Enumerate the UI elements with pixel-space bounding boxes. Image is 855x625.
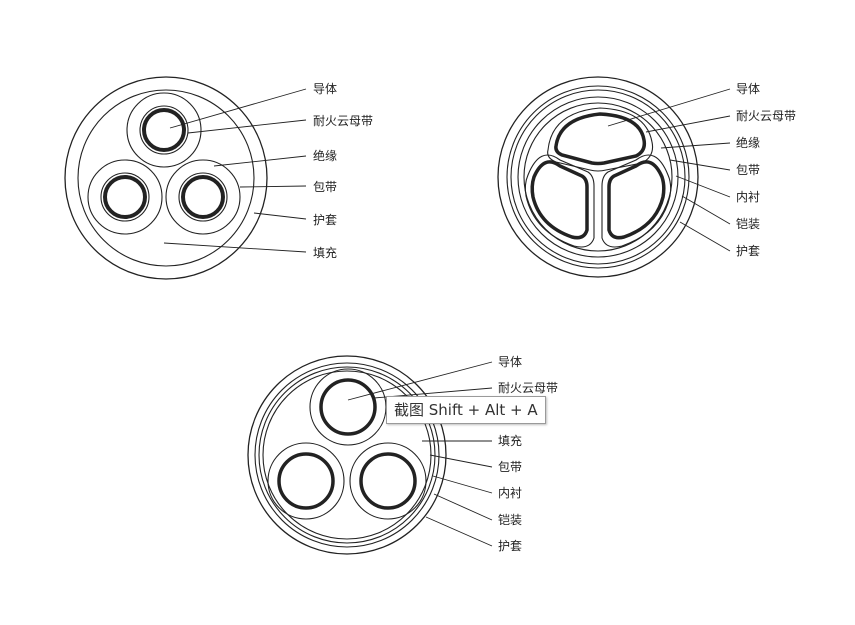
label-sheath: 护套 [498,539,522,553]
core-conductor-right [181,175,225,219]
labels-diagram-1: 导体 耐火云母带 绝缘 包带 护套 填充 [313,82,373,260]
outer-sheath-ring [247,355,447,555]
sector-insulation-right [601,154,672,248]
leader-line [681,195,731,225]
core-insulation-left [87,159,163,235]
cable-diagram-2 [497,76,731,278]
label-conductor: 导体 [498,355,522,369]
core-conductor-top [319,378,377,436]
core-conductor-top [142,108,186,152]
label-sheath: 护套 [313,213,337,227]
core-insulation-top [126,92,202,168]
armor-ring-inner [510,89,686,265]
core-insulation-right [165,159,241,235]
leader-line [432,475,493,494]
armor-ring-outer [506,85,690,269]
core-mica-tape-left [100,172,150,222]
leader-line [607,88,731,127]
label-armor: 铠装 [736,216,760,231]
cable-diagram-3 [247,355,493,555]
label-inner-lining: 内衬 [736,190,760,204]
label-conductor: 导体 [736,82,760,96]
leader-line [675,175,731,198]
leader-line [669,159,731,171]
screenshot-shortcut-tooltip: 截图 Shift + Alt + A [386,396,546,424]
label-sheath: 护套 [736,244,760,258]
leader-line [163,242,307,253]
labels-diagram-2: 导体 耐火云母带 绝缘 包带 内衬 铠装 护套 [736,82,796,258]
core-mica-tape-top [139,105,189,155]
core-insulation-left [267,442,345,520]
label-wrapping-tape: 包带 [313,180,337,194]
leader-line [239,185,307,188]
leader-line [169,88,307,129]
labels-diagram-3: 导体 耐火云母带 填充 包带 内衬 铠装 护套 [498,355,558,553]
core-insulation-right [349,442,427,520]
leader-line [187,119,307,134]
inner-lining-ring [517,96,679,258]
label-insulation: 绝缘 [736,135,760,150]
leader-line [429,454,493,468]
sector-conductor-right [607,160,666,240]
outer-sheath-ring [64,76,268,280]
leader-line [213,155,307,167]
leader-line [425,516,493,547]
label-wrapping-tape: 包带 [736,163,760,177]
inner-sheath-ring [77,89,255,267]
label-insulation: 绝缘 [313,148,337,163]
armor-ring-outer [254,362,440,548]
leader-line [679,221,731,252]
leader-line [433,493,493,521]
outer-sheath-ring [497,76,699,278]
label-filler: 填充 [498,433,522,448]
label-filler: 填充 [313,245,337,260]
label-mica-tape: 耐火云母带 [313,114,373,128]
wrapping-tape-ring [523,102,673,252]
core-mica-tape-right [178,172,228,222]
label-mica-tape: 耐火云母带 [498,381,558,395]
sector-conductor-top [554,112,647,166]
leader-line [347,361,493,401]
core-conductor-left [103,175,147,219]
sector-insulation-left [524,154,595,248]
label-mica-tape: 耐火云母带 [736,109,796,123]
armor-ring-inner [258,366,436,544]
label-wrapping-tape: 包带 [498,460,522,474]
core-conductor-right [359,452,417,510]
cable-diagram-1 [64,76,307,280]
core-conductor-left [277,452,335,510]
sector-conductor-left [530,160,589,240]
leader-line [253,212,307,220]
label-armor: 铠装 [498,512,522,527]
tooltip-text: 截图 Shift + Alt + A [394,401,538,419]
leader-line [645,115,731,133]
label-conductor: 导体 [313,82,337,96]
label-inner-lining: 内衬 [498,486,522,500]
leader-line [660,142,731,149]
